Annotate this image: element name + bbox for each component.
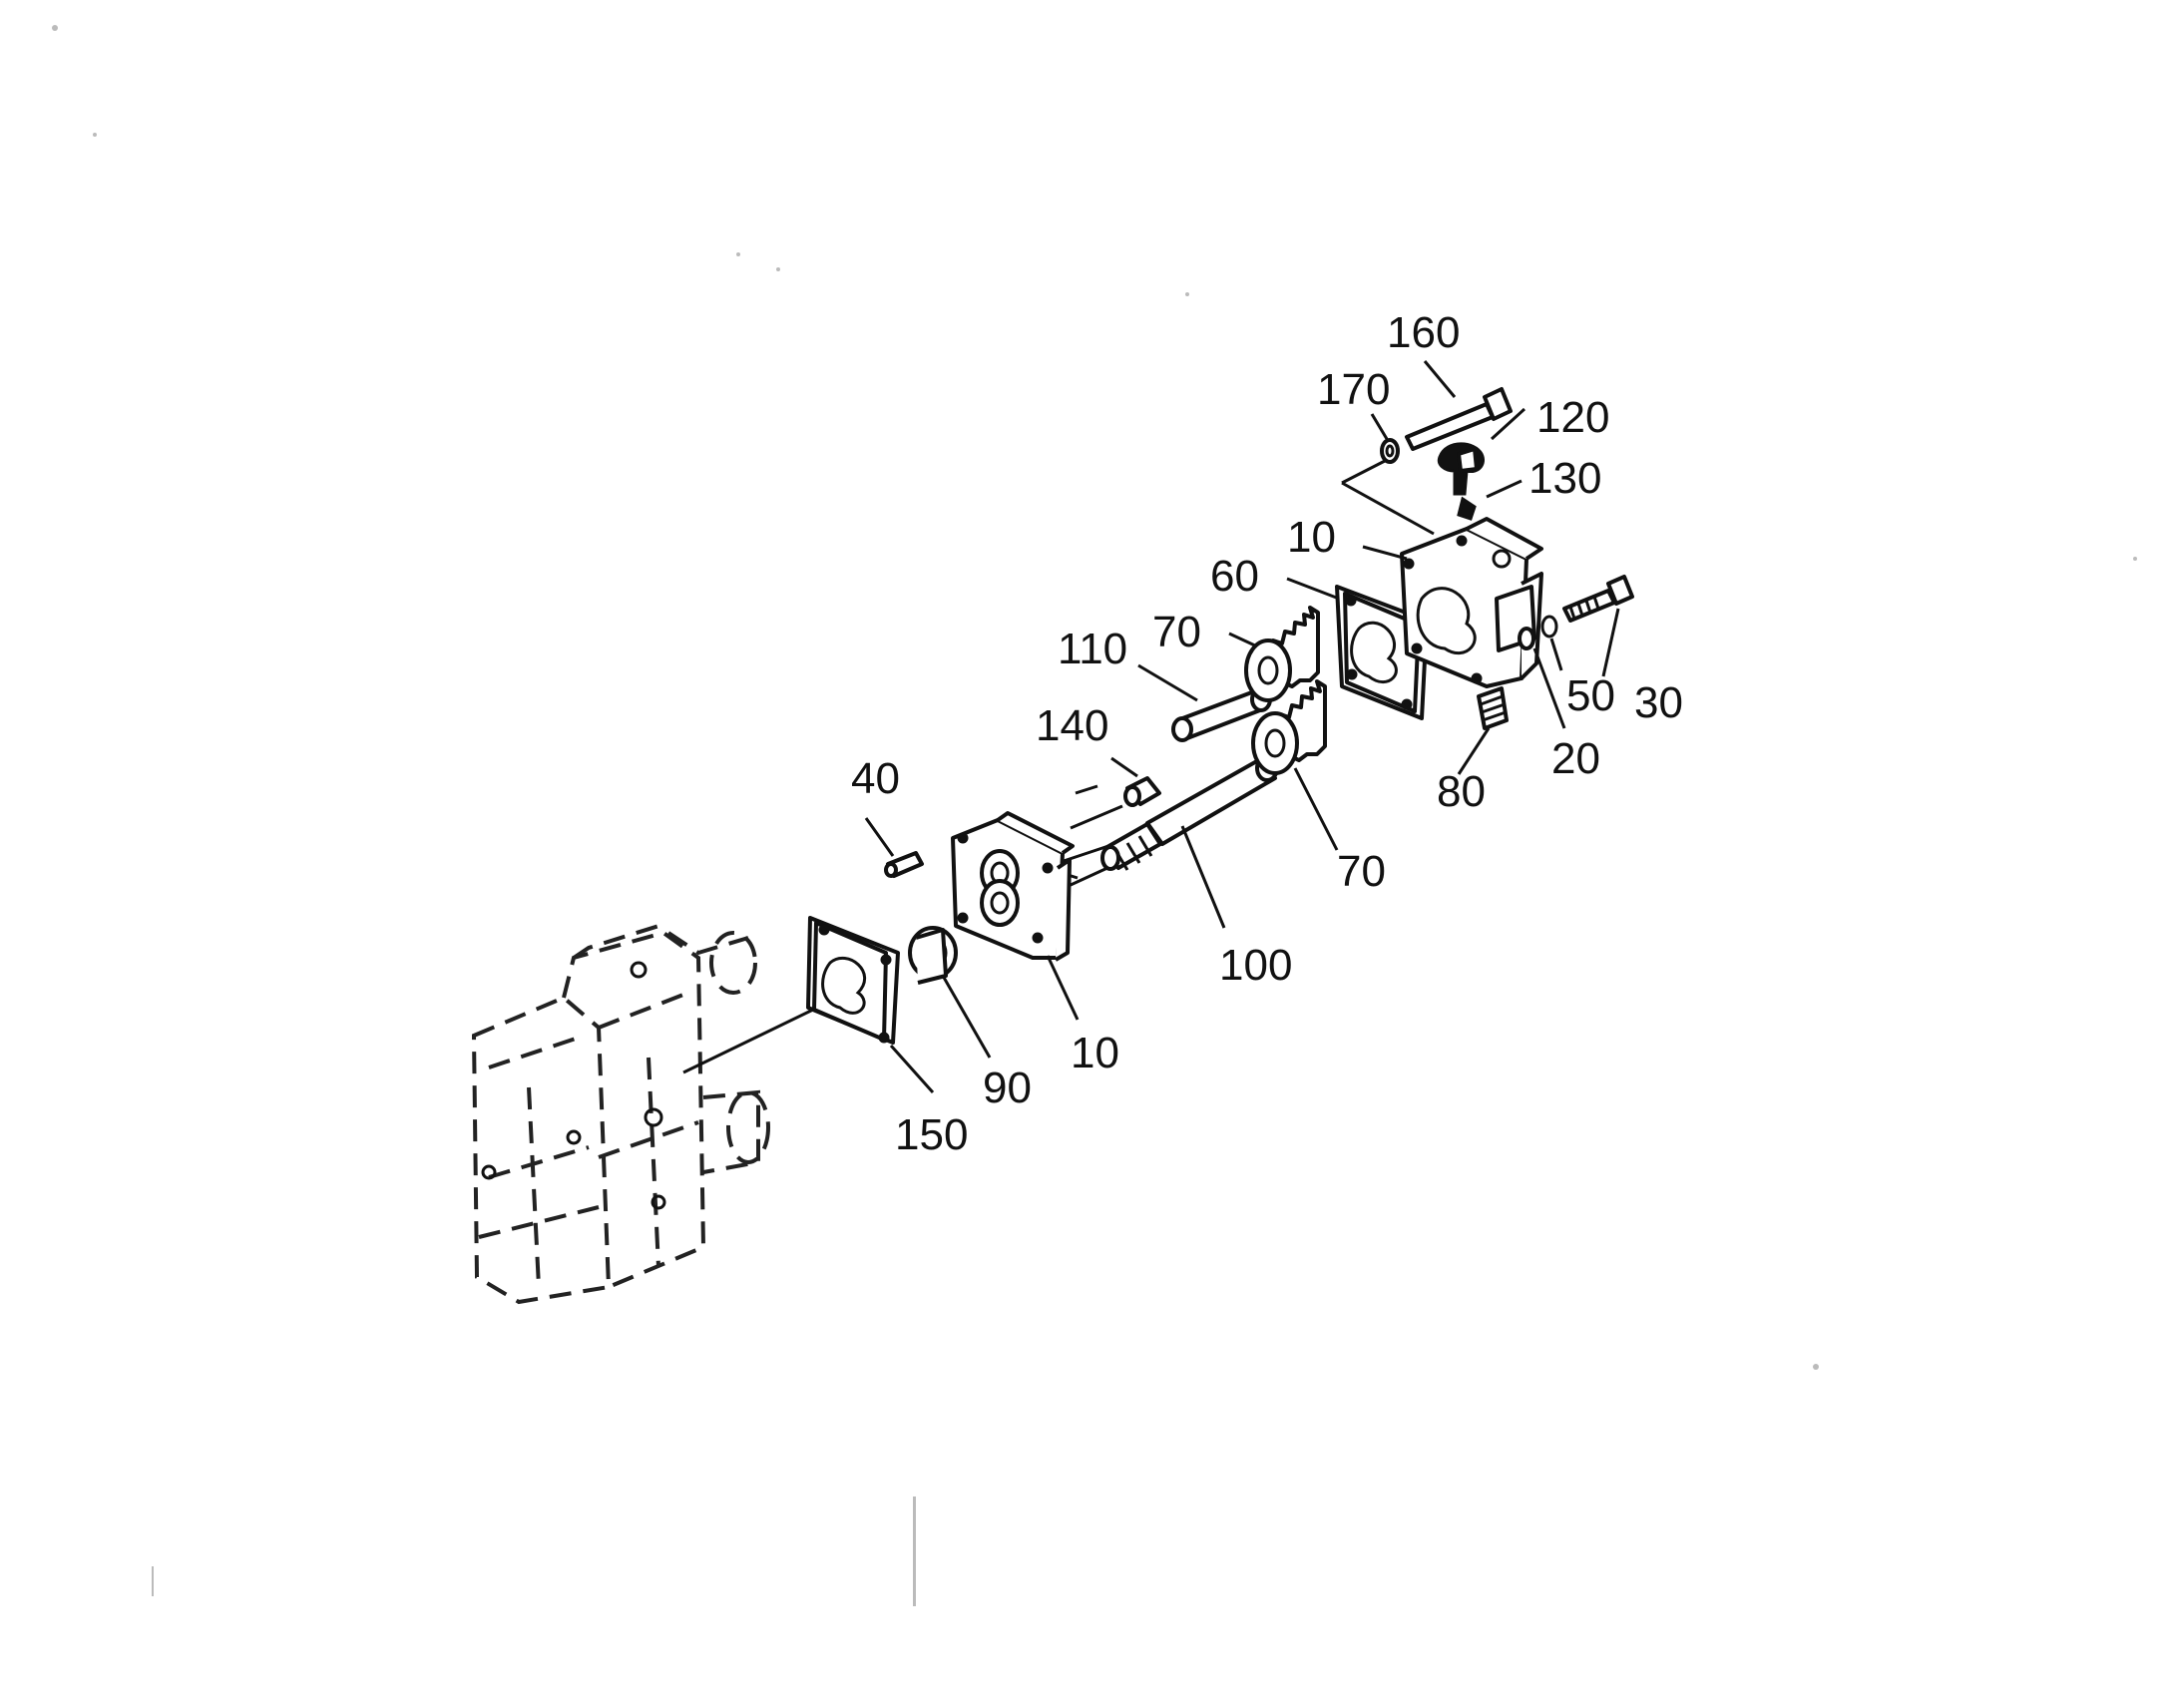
scan-noise — [52, 25, 2137, 1606]
label-70-upper: 70 — [1152, 608, 1201, 656]
snap-ring-50 — [1540, 615, 1558, 639]
label-140: 140 — [1036, 701, 1108, 750]
key-140 — [1110, 756, 1161, 807]
label-30: 30 — [1634, 678, 1683, 727]
callout-labels: 160 170 120 130 10 60 30 50 20 80 110 70… — [851, 308, 1683, 1159]
label-10-rear: 10 — [1287, 513, 1336, 562]
washer-20 — [1518, 627, 1535, 650]
transmission-housing — [471, 921, 770, 1305]
bolt-30 — [1562, 575, 1634, 623]
label-80: 80 — [1437, 767, 1486, 816]
label-120: 120 — [1536, 393, 1609, 442]
label-100: 100 — [1219, 941, 1292, 990]
gear-70-lower — [1251, 679, 1327, 775]
label-40: 40 — [851, 754, 900, 803]
label-60: 60 — [1210, 552, 1259, 601]
callout-leaders — [864, 360, 1620, 1093]
pump-housing-10-front — [951, 811, 1075, 962]
label-150: 150 — [895, 1110, 968, 1159]
label-160: 160 — [1387, 308, 1460, 357]
label-170: 170 — [1317, 365, 1390, 414]
dowel-pin-40 — [884, 851, 924, 878]
label-130: 130 — [1528, 454, 1601, 503]
bolt-160 — [1405, 387, 1513, 451]
gasket-150 — [806, 916, 900, 1045]
label-10-front: 10 — [1071, 1029, 1119, 1077]
label-110: 110 — [1058, 625, 1127, 673]
label-50: 50 — [1566, 671, 1615, 720]
washer-170 — [1380, 438, 1400, 464]
pump-shaft-100 — [1100, 754, 1279, 871]
gear-70-upper — [1244, 606, 1320, 702]
seal-130 — [1457, 496, 1477, 521]
label-20: 20 — [1551, 734, 1600, 783]
bushing-90 — [908, 926, 958, 985]
fitting-120 — [1437, 442, 1485, 496]
label-70-lower: 70 — [1337, 847, 1386, 896]
pump-housing-10-rear — [1400, 517, 1543, 688]
label-90: 90 — [983, 1064, 1032, 1112]
plug-80 — [1477, 686, 1509, 730]
